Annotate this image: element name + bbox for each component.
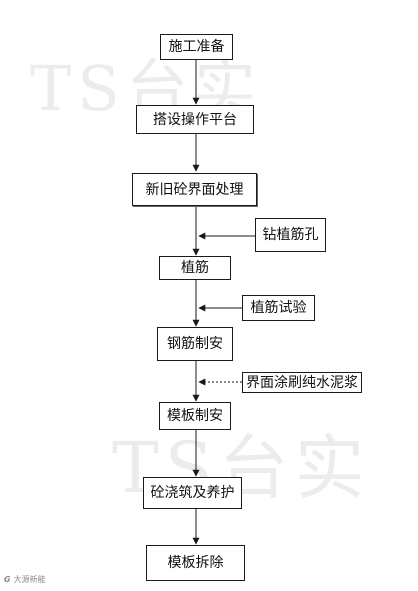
side-drill-holes: 钻植筋孔 <box>255 218 326 252</box>
step-prep: 施工准备 <box>160 34 233 60</box>
brand-text: 大源新能 <box>13 575 46 584</box>
side-planting-test: 植筋试验 <box>242 295 315 321</box>
step-formwork-removal: 模板拆除 <box>146 545 245 581</box>
step-formwork-install: 模板制安 <box>159 402 231 430</box>
side-cement-slurry: 界面涂刷纯水泥浆 <box>242 372 362 393</box>
step-pour-cure: 砼浇筑及养护 <box>143 477 242 509</box>
step-platform: 搭设操作平台 <box>136 105 254 134</box>
step-rebar-planting: 植筋 <box>159 256 231 280</box>
brand-logo-icon: G <box>4 575 11 584</box>
step-rebar-install: 钢筋制安 <box>157 327 233 361</box>
step-interface-treatment: 新旧砼界面处理 <box>132 173 257 206</box>
